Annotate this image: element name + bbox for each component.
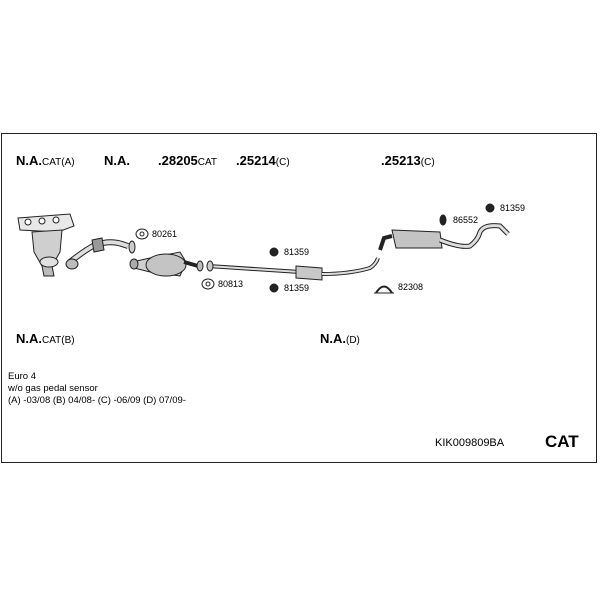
hanger-icon-81359-a — [269, 247, 279, 257]
label-suffix: CAT(B) — [42, 335, 75, 346]
gasket-icon-80813 — [201, 278, 215, 290]
label-suffix: CAT(A) — [42, 157, 75, 168]
label-main: N.A. — [104, 153, 130, 168]
center-pipe — [206, 257, 380, 281]
part-81359-b: 81359 — [284, 283, 310, 293]
label-main: 25213 — [384, 153, 421, 168]
label-na-cat-b: N.A.CAT(B) — [16, 331, 75, 347]
label-main: 25214 — [239, 153, 276, 168]
part-82308: 82308 — [398, 282, 424, 292]
part-80261: 80261 — [152, 229, 178, 239]
manifold-catalyst — [17, 213, 75, 277]
label-25213: .25213(C) — [381, 153, 435, 168]
label-main: N.A. — [320, 331, 346, 346]
front-pipe — [65, 237, 136, 270]
note-euro: Euro 4 — [8, 371, 36, 382]
label-suffix: (C) — [420, 157, 435, 168]
part-81359-c: 81359 — [500, 203, 526, 213]
note-dates: (A) -03/08 (B) 04/08- (C) -06/09 (D) 07/… — [8, 395, 186, 406]
kit-code: KIK009809BA — [435, 437, 505, 449]
part-81359-a: 81359 — [284, 247, 310, 257]
hanger-icon-81359-b — [269, 283, 279, 293]
gasket-icon-80261 — [135, 228, 149, 240]
clamp-icon-82308 — [374, 285, 394, 294]
diagram-frame — [1, 133, 597, 463]
label-suffix: (C) — [275, 157, 290, 168]
label-28205: .28205CAT — [158, 153, 218, 168]
label-main: 28205 — [161, 153, 198, 168]
label-na-d: N.A.(D) — [320, 331, 360, 347]
label-25214: .25214(C) — [236, 153, 290, 168]
part-80813: 80813 — [218, 279, 244, 289]
hanger-icon-81359-c — [485, 203, 495, 213]
rear-silencer — [378, 223, 510, 251]
label-main: N.A. — [16, 331, 42, 346]
label-main: N.A. — [16, 153, 42, 168]
label-na-cat-a: N.A.CAT(A) — [16, 153, 75, 169]
hanger-icon-86552 — [439, 214, 447, 226]
note-sensor: w/o gas pedal sensor — [8, 383, 98, 394]
label-suffix: (D) — [346, 335, 360, 346]
part-86552: 86552 — [453, 215, 479, 225]
label-suffix: CAT — [197, 157, 218, 168]
main-catalyst — [129, 251, 204, 277]
label-na: N.A. — [104, 153, 130, 169]
category-label: CAT — [545, 432, 579, 451]
